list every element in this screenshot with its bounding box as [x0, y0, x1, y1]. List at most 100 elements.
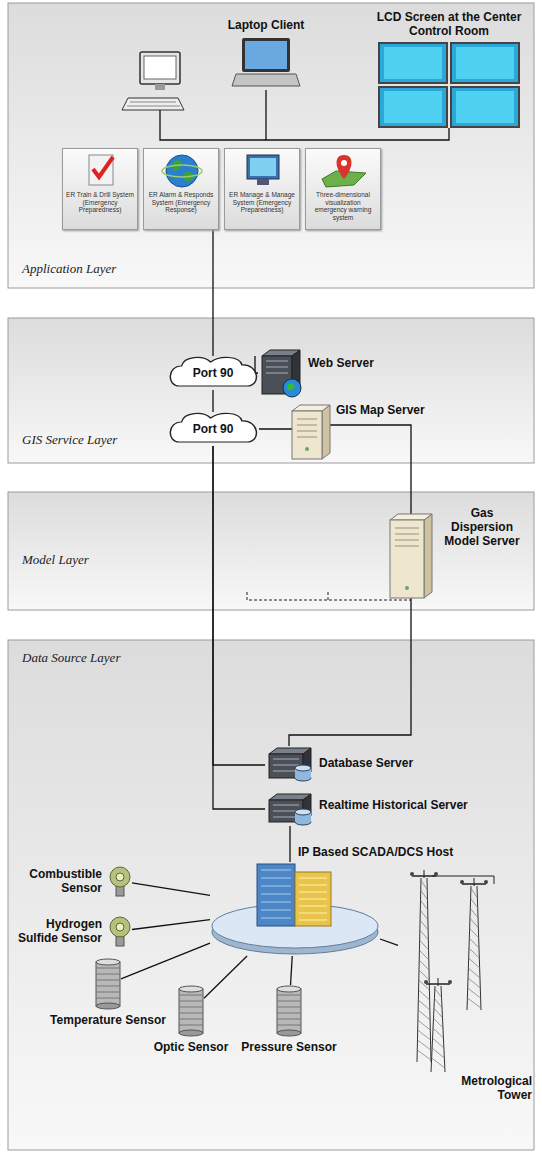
host-window — [299, 878, 327, 879]
db-top — [295, 765, 311, 771]
node-label: LCD Screen at the Center Control Room — [369, 10, 529, 38]
node-outline — [292, 405, 330, 459]
sensor-fin — [277, 1013, 301, 1014]
node-outline — [63, 149, 139, 231]
sensor-fin — [179, 1019, 203, 1020]
host-window — [261, 918, 291, 919]
node-outline — [258, 348, 302, 398]
server-slot — [273, 765, 299, 766]
monitor-stand — [257, 179, 269, 185]
connector-line — [380, 939, 398, 945]
lattice-tower — [424, 978, 452, 1072]
server-slot — [297, 425, 317, 426]
connector-line — [212, 230, 213, 356]
tower-brace — [418, 1000, 430, 1010]
web-globe-land — [287, 383, 295, 390]
host-window — [299, 899, 327, 900]
desktop-wire — [160, 110, 266, 140]
server-slot — [266, 361, 288, 362]
connector-line — [204, 956, 247, 998]
node-outline — [144, 149, 220, 231]
port-label: Port 90 — [193, 366, 234, 380]
host-window — [299, 920, 327, 921]
lcd-panel — [379, 87, 447, 127]
node-label: GIS Map Server — [336, 403, 425, 417]
layer-band-ground — [8, 640, 534, 1150]
node-label: Metrological Tower — [440, 1074, 532, 1102]
text-holder: Gas Dispersion Model Server — [438, 506, 526, 548]
text-holder: LCD Screen at the Center Control Room — [369, 10, 529, 38]
node-outline — [108, 866, 132, 896]
tower-brace — [469, 938, 479, 948]
application-module: Three-dimensional visualization emergenc… — [305, 148, 381, 230]
tower-brace — [419, 970, 429, 980]
layer-title: Data Source Layer — [22, 650, 120, 666]
server-slot — [273, 805, 299, 806]
text-holder: GIS Map Server — [336, 403, 425, 417]
server-slot — [297, 437, 317, 438]
server-slot — [273, 759, 299, 760]
lcd-screen-wall: LCD Screen at the Center Control Room — [378, 42, 520, 128]
web-globe — [283, 379, 301, 397]
node-label: Database Server — [319, 756, 413, 770]
node-outline — [95, 958, 121, 1010]
host-window — [299, 892, 327, 893]
server-side — [424, 514, 432, 598]
monitor — [247, 155, 279, 179]
text-holder: Hydrogen Sulfide Sensor — [6, 917, 102, 945]
globe-ring — [162, 165, 202, 177]
server-top — [390, 514, 432, 520]
layer-title: Model Layer — [22, 552, 89, 568]
module-label: ER Alarm & Responds System (Emergency Re… — [147, 191, 215, 214]
tower-brace — [419, 950, 429, 960]
connector-line — [330, 425, 411, 514]
connector-line — [121, 943, 210, 979]
lcd-glow — [384, 91, 442, 123]
tower-brace — [419, 960, 429, 970]
cloud-outline — [170, 357, 256, 386]
sensor-body — [179, 989, 203, 1033]
node-outline — [265, 746, 313, 782]
server-top — [292, 405, 330, 411]
node-label: IP Based SCADA/DCS Host — [298, 845, 453, 859]
lcd-panel — [451, 87, 519, 127]
text-holder: GIS Service Layer — [22, 432, 117, 448]
sensor-fin — [96, 998, 120, 999]
sensor-fin — [96, 992, 120, 993]
sensor-fin — [277, 1001, 301, 1002]
sensor-head — [110, 867, 130, 887]
host-window — [261, 894, 291, 895]
tower-brace — [469, 928, 478, 938]
pin-dot — [341, 160, 347, 166]
tower-brace — [419, 990, 430, 1000]
module-label: ER Manage & Manage System (Emergency Pre… — [228, 191, 296, 214]
tower-brace — [420, 910, 428, 920]
layer-band-ground — [8, 492, 534, 610]
cluster-link — [247, 592, 411, 600]
tower-leg — [441, 986, 445, 1072]
lattice-tower — [410, 870, 438, 1062]
sensor-foot — [96, 1003, 120, 1009]
node-outline — [276, 985, 302, 1037]
text-holder: ER Manage & Manage System (Emergency Pre… — [228, 191, 296, 214]
node-label: Laptop Client — [228, 18, 305, 32]
lattice-tower — [460, 878, 488, 1010]
historian-server: Realtime Historical Server — [265, 792, 313, 826]
text-holder: Data Source Layer — [22, 650, 120, 666]
application-module: ER Train & Drill System (Emergency Prepa… — [62, 148, 138, 230]
text-holder: IP Based SCADA/DCS Host — [298, 845, 453, 859]
host-tower — [257, 864, 295, 926]
layer-title: GIS Service Layer — [22, 432, 117, 448]
text-holder: ER Alarm & Responds System (Emergency Re… — [147, 191, 215, 214]
tower-brace — [420, 900, 427, 910]
layer-band-ground — [8, 318, 534, 463]
field-sensor: Pressure Sensor — [276, 985, 302, 1037]
tower-brace — [418, 1010, 430, 1020]
model-server: Gas Dispersion Model Server — [390, 514, 432, 598]
layer-band: Database ServerRealtime Historical Serve… — [8, 640, 534, 1150]
tower-brace — [432, 1058, 445, 1068]
scada-host: IP Based SCADA/DCS Host — [210, 862, 380, 956]
server-side — [322, 405, 330, 459]
connector-line — [132, 883, 210, 895]
